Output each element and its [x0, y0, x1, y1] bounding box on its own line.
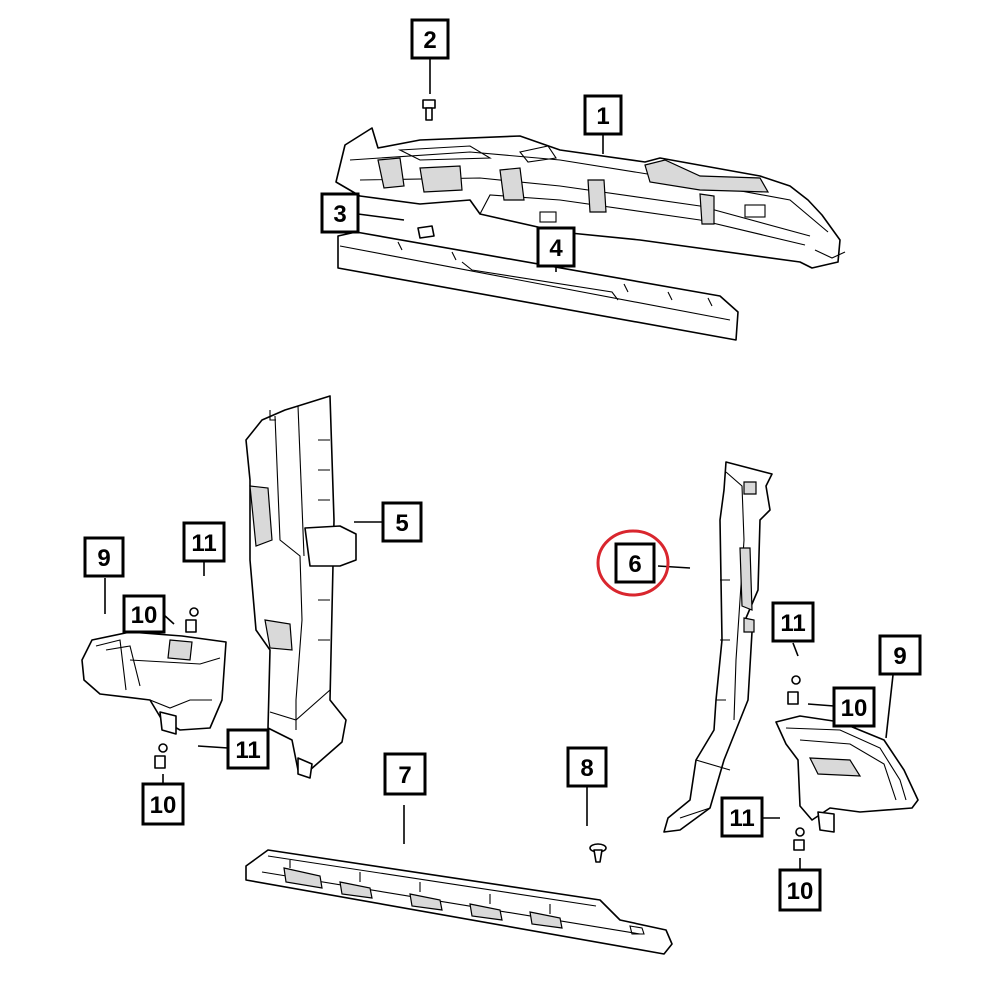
part-bolt	[422, 99, 436, 121]
callout-6: 6	[596, 529, 670, 597]
callout-10-c: 10	[832, 686, 876, 728]
part-lower-seal	[245, 849, 673, 955]
callout-5: 5	[381, 501, 423, 543]
highlight-circle	[596, 529, 670, 597]
callout-9-right-label: 9	[893, 643, 906, 670]
part-clip	[417, 225, 435, 239]
callout-1: 1	[583, 94, 623, 136]
callout-9-left: 9	[83, 536, 125, 578]
part-left-air-guide	[245, 395, 357, 779]
callout-10-c-label: 10	[841, 695, 868, 722]
callout-10-a: 10	[122, 594, 166, 634]
callout-7-label: 7	[398, 762, 411, 789]
callout-4-label: 4	[549, 235, 563, 262]
callout-11-d-label: 11	[729, 805, 754, 832]
part-right-air-guide	[663, 461, 773, 833]
part-fasteners	[154, 607, 805, 851]
callout-9-left-label: 9	[97, 545, 110, 572]
callout-1-label: 1	[596, 103, 609, 130]
callout-10-d: 10	[778, 868, 822, 912]
callout-11-c: 11	[771, 601, 815, 643]
callout-3-label: 3	[333, 201, 346, 228]
callout-9-right: 9	[878, 634, 922, 676]
callout-8-label: 8	[580, 755, 593, 782]
callout-2-label: 2	[423, 27, 436, 54]
part-right-deflector	[775, 715, 919, 833]
callout-10-b-label: 10	[150, 792, 177, 819]
part-upper-support-cover	[335, 127, 846, 269]
part-push-pin	[589, 843, 607, 863]
callout-8: 8	[566, 746, 608, 788]
callout-10-a-label: 10	[131, 602, 158, 629]
callout-11-b-label: 11	[235, 737, 260, 764]
part-left-deflector	[81, 631, 227, 735]
callout-11-a-label: 11	[191, 530, 216, 557]
callout-7: 7	[383, 752, 427, 796]
callout-10-b: 10	[141, 782, 185, 826]
leader-lines	[104, 58, 894, 870]
callout-11-a: 11	[182, 521, 226, 563]
callout-11-b: 11	[226, 728, 270, 770]
callout-11-c-label: 11	[780, 610, 805, 637]
callout-6-label: 6	[628, 551, 641, 578]
callout-3: 3	[320, 192, 360, 234]
callout-4: 4	[536, 226, 576, 268]
callout-10-d-label: 10	[787, 878, 814, 905]
callout-2: 2	[410, 18, 450, 60]
callout-5-label: 5	[395, 510, 408, 537]
callout-11-d: 11	[720, 796, 764, 838]
